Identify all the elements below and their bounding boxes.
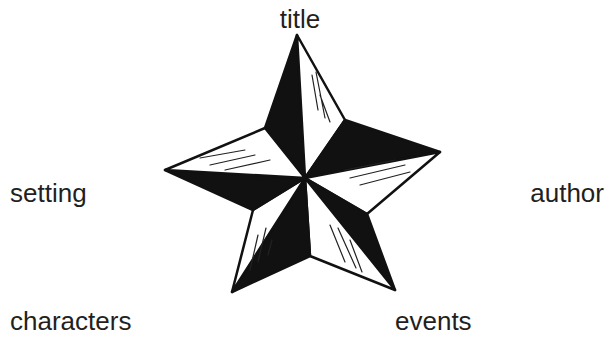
star-label: events xyxy=(395,308,472,334)
star-label: title xyxy=(280,6,320,32)
star-label: author xyxy=(530,180,604,206)
star-label: characters xyxy=(10,308,131,334)
star-label: setting xyxy=(10,180,87,206)
